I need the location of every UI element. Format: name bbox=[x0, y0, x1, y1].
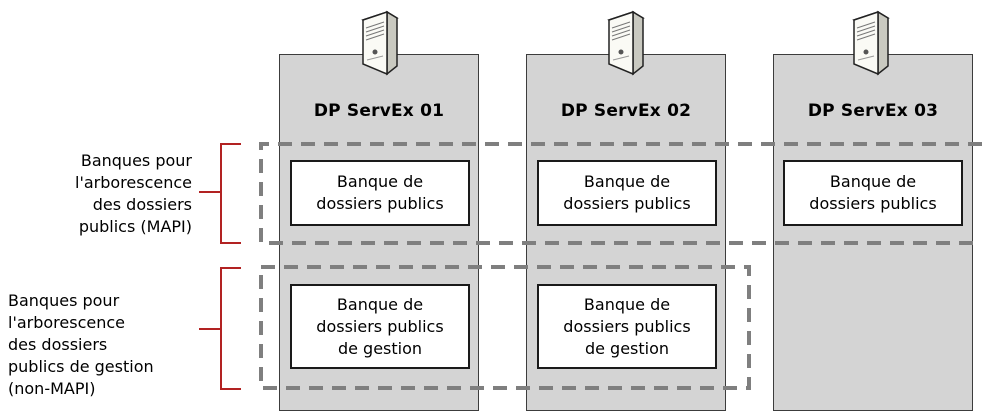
mapi-group-dashed-border bbox=[259, 142, 982, 245]
server-column-03: DP ServEx 03 bbox=[773, 54, 973, 411]
store-label-line: dossiers publics bbox=[316, 316, 444, 336]
label-line: Banques pour bbox=[80, 151, 192, 170]
label-line: des dossiers bbox=[8, 335, 108, 354]
server-title: DP ServEx 03 bbox=[807, 101, 939, 121]
store-label-line: de gestion bbox=[584, 338, 670, 358]
admin-public-folder-store-02: Banque de dossiers publics de gestion bbox=[537, 284, 717, 369]
public-folder-store-03: Banque de dossiers publics bbox=[783, 160, 963, 226]
non-mapi-group-bracket bbox=[199, 267, 241, 390]
store-label-line: dossiers publics bbox=[563, 316, 691, 336]
label-line: l'arborescence bbox=[75, 173, 192, 192]
label-line: des dossiers bbox=[92, 195, 192, 214]
store-label-line: dossiers publics bbox=[809, 194, 937, 213]
server-icon bbox=[361, 10, 399, 76]
mapi-group-label: Banques pour l'arborescence des dossiers… bbox=[75, 150, 192, 238]
server-icon bbox=[852, 10, 890, 76]
non-mapi-group-label: Banques pour l'arborescence des dossiers… bbox=[8, 290, 154, 400]
store-label-line: Banque de bbox=[829, 172, 917, 191]
store-label-line: Banque de bbox=[583, 294, 671, 314]
non-mapi-group-dashed-border bbox=[259, 265, 751, 390]
store-label-line: dossiers publics bbox=[316, 194, 444, 213]
public-folder-store-02: Banque de dossiers publics bbox=[537, 160, 717, 226]
server-title: DP ServEx 01 bbox=[313, 101, 445, 121]
label-line: publics de gestion bbox=[8, 357, 154, 376]
mapi-group-bracket bbox=[199, 143, 241, 244]
admin-public-folder-store-01: Banque de dossiers publics de gestion bbox=[290, 284, 470, 369]
store-label-line: Banque de bbox=[583, 172, 671, 191]
server-icon bbox=[607, 10, 645, 76]
store-label-line: de gestion bbox=[337, 338, 423, 358]
store-label-line: dossiers publics bbox=[563, 194, 691, 213]
label-line: publics (MAPI) bbox=[78, 217, 192, 236]
server-title: DP ServEx 02 bbox=[560, 101, 692, 121]
public-folder-store-01: Banque de dossiers publics bbox=[290, 160, 470, 226]
label-line: Banques pour bbox=[8, 291, 120, 310]
store-label-line: Banque de bbox=[336, 172, 424, 191]
store-label-line: Banque de bbox=[336, 294, 424, 314]
label-line: l'arborescence bbox=[8, 313, 125, 332]
label-line: (non-MAPI) bbox=[8, 379, 96, 398]
